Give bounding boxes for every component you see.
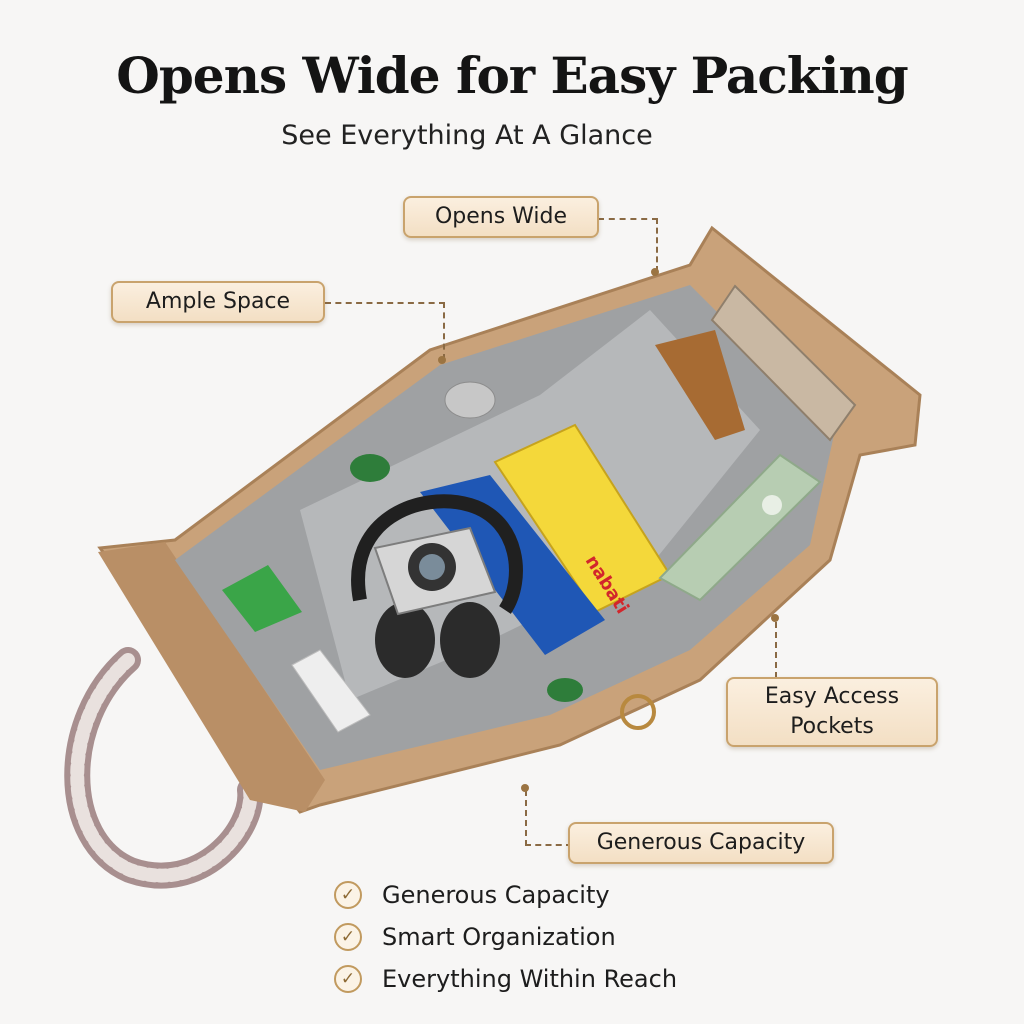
leader-dot-opens-wide	[651, 268, 659, 276]
bag-end-flap	[98, 542, 325, 812]
page-title: Opens Wide for Easy Packing	[116, 46, 908, 105]
feature-label: Smart Organization	[382, 923, 616, 951]
callout-easy-access-pockets: Easy Access Pockets	[726, 677, 938, 747]
feature-checklist: ✓ Generous Capacity ✓ Smart Organization…	[334, 874, 677, 1000]
feature-item: ✓ Everything Within Reach	[334, 958, 677, 1000]
headphones	[351, 494, 523, 678]
page-subtitle: See Everything At A Glance	[281, 120, 653, 151]
leader-dot-generous-capacity	[521, 784, 529, 792]
water-bottle	[658, 453, 822, 602]
wallet	[655, 330, 745, 440]
juice-box	[222, 565, 302, 632]
callout-opens-wide: Opens Wide	[403, 196, 599, 238]
feature-label: Generous Capacity	[382, 881, 610, 909]
handle-strap	[64, 647, 264, 889]
camera	[373, 526, 497, 616]
callout-generous-capacity: Generous Capacity	[568, 822, 834, 864]
leader-line-ample-space	[325, 302, 445, 360]
check-icon: ✓	[334, 965, 362, 993]
feature-item: ✓ Generous Capacity	[334, 874, 677, 916]
leader-line-generous-capacity	[525, 790, 572, 846]
soda-cans	[350, 381, 583, 702]
leader-line-easy-access	[775, 622, 777, 678]
power-bank	[291, 649, 371, 733]
leader-dot-easy-access	[771, 614, 779, 622]
callout-ample-space: Ample Space	[111, 281, 325, 323]
check-icon: ✓	[334, 923, 362, 951]
check-icon: ✓	[334, 881, 362, 909]
feature-label: Everything Within Reach	[382, 965, 678, 993]
leader-dot-ample-space	[438, 356, 446, 364]
feature-item: ✓ Smart Organization	[334, 916, 677, 958]
zipper-ring	[620, 694, 656, 730]
leader-line-opens-wide	[598, 218, 658, 272]
tablet	[710, 284, 857, 442]
